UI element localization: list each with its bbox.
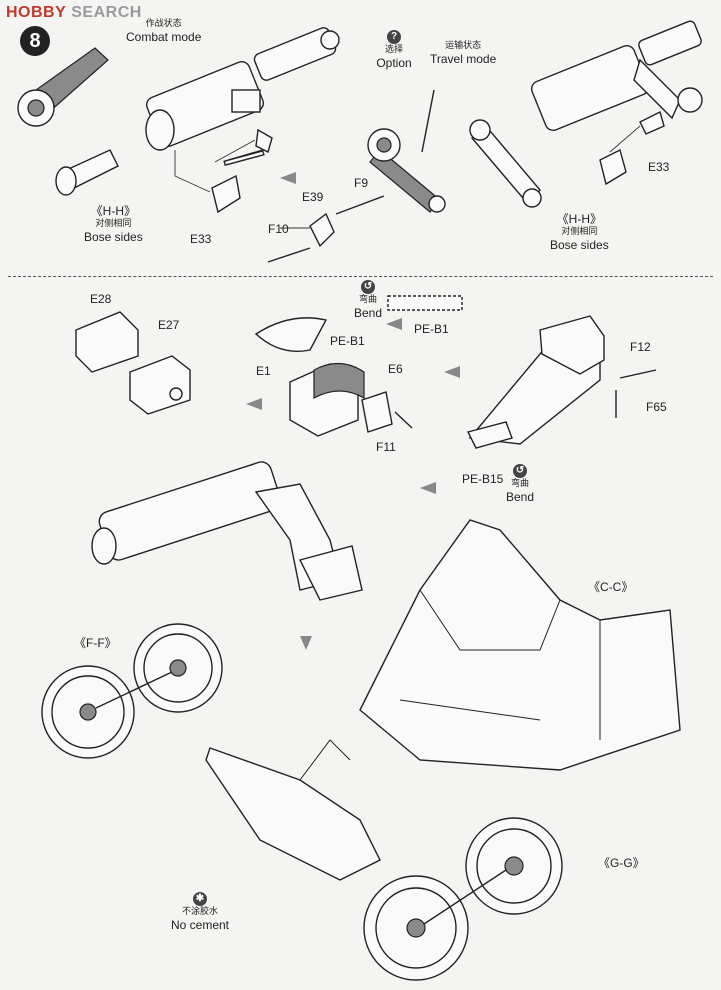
step-number-badge: 8 (20, 26, 50, 56)
travel-mode-drawing (367, 20, 703, 213)
part-pe-b1: PE-B1 (330, 334, 365, 348)
part-e6: E6 (388, 362, 403, 376)
rear-wheel-assembly-drawing (363, 817, 563, 981)
flow-arrows (246, 172, 460, 650)
sub-assembly-ff: 《F-F》 (74, 636, 117, 650)
section-divider (8, 276, 713, 277)
axle-assembly-drawing (91, 461, 363, 601)
part-pe-b1-flat: PE-B1 (414, 322, 449, 336)
carriage-drawing (359, 519, 681, 771)
part-e33-left: E33 (190, 232, 212, 246)
part-f9: F9 (354, 176, 369, 190)
part-f12: F12 (630, 340, 651, 354)
shield-parts-drawing (254, 295, 463, 437)
sub-assembly-gg: 《G-G》 (598, 856, 645, 870)
spade-assembly-drawing (466, 315, 657, 449)
part-pe-b15: PE-B15 (462, 472, 504, 486)
part-f10: F10 (268, 222, 289, 236)
sub-assembly-cc: 《C-C》 (588, 580, 634, 594)
watermark: HOBBY SEARCH (6, 4, 142, 21)
part-f65: F65 (646, 400, 667, 414)
part-e33-right: E33 (648, 160, 670, 174)
bend-icon: ↺ (361, 280, 376, 294)
rear-axle-drawing (205, 739, 381, 881)
no-cement-icon: ✱ (193, 892, 207, 906)
part-e28: E28 (90, 292, 112, 306)
front-wheel-assembly-drawing (41, 623, 223, 759)
combat-mode-drawing (17, 27, 340, 214)
small-parts-drawing (267, 195, 385, 263)
part-e1: E1 (256, 364, 271, 378)
bend-icon: ↺ (513, 464, 528, 478)
part-f11: F11 (376, 440, 396, 454)
trail-parts-drawing (75, 311, 191, 415)
question-icon: ? (387, 30, 401, 44)
part-e27: E27 (158, 318, 180, 332)
part-e39: E39 (302, 190, 324, 204)
